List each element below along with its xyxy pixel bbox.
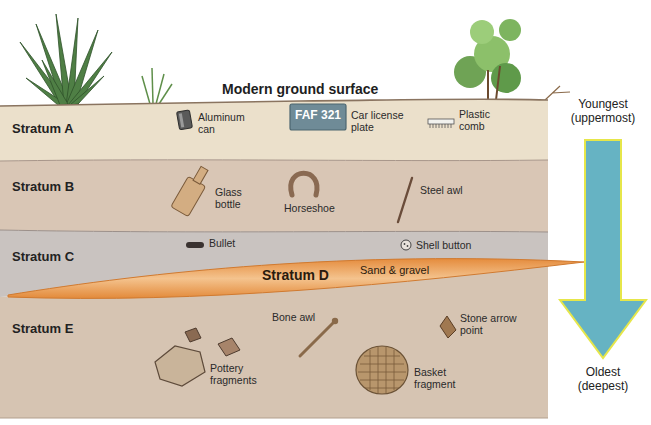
surface-label: Modern ground surface bbox=[222, 81, 378, 97]
foliage bbox=[499, 19, 521, 41]
text-slot: Youngest (uppermost) bbox=[565, 98, 641, 126]
text-slot: Stratum A bbox=[12, 122, 74, 137]
stratum-band: Stratum B Glass bottleHorseshoe Steel awl bbox=[0, 160, 548, 232]
stratum-band: Stratum C Bullet Shell button bbox=[0, 230, 548, 297]
text-slot: Aluminum can bbox=[198, 111, 252, 135]
artifact-label: Glass bottle bbox=[215, 186, 242, 210]
stratum-name: Stratum B bbox=[12, 179, 74, 194]
ground-surface bbox=[0, 99, 548, 106]
text-slot: Car license plate bbox=[351, 109, 409, 133]
time-label: Youngest (uppermost) bbox=[571, 97, 636, 125]
stem bbox=[488, 66, 500, 100]
basket-fragment bbox=[356, 346, 408, 394]
text-slot: Bone awl bbox=[272, 311, 315, 323]
pottery-shard bbox=[155, 346, 205, 386]
text-slot: Pottery fragments bbox=[210, 362, 270, 386]
text-slot: Shell button bbox=[416, 239, 471, 251]
stratum-band bbox=[0, 99, 548, 161]
stratum-band: Stratum E Bone awl Stone arrow pointPotter… bbox=[0, 264, 548, 418]
text-slot: Bullet bbox=[209, 237, 235, 249]
text-slot: Stratum B bbox=[12, 180, 74, 195]
shrub bbox=[454, 19, 570, 100]
leaf bbox=[42, 60, 68, 105]
band-boundary bbox=[0, 418, 548, 419]
license-plate bbox=[290, 104, 346, 130]
stratum-band bbox=[0, 160, 548, 232]
pottery-shard bbox=[218, 338, 240, 356]
basket-weave bbox=[358, 347, 406, 393]
artifact-label: Aluminum can bbox=[198, 111, 245, 135]
text-slot: Stratum E bbox=[12, 322, 73, 337]
shell-button bbox=[401, 240, 411, 250]
text-slot: Plastic comb bbox=[459, 108, 503, 132]
text-slot: Oldest (deepest) bbox=[565, 366, 641, 394]
can-shine bbox=[179, 113, 184, 127]
artifact-label: Bone awl bbox=[272, 311, 315, 323]
pottery-shard bbox=[185, 328, 201, 342]
artifact-label: Plastic comb bbox=[459, 108, 490, 132]
text-slot: Horseshoe bbox=[284, 202, 335, 214]
time-label: Oldest (deepest) bbox=[578, 365, 629, 393]
horseshoe bbox=[291, 173, 317, 195]
artifact-label: Car license plate bbox=[351, 109, 404, 133]
stratum-name: Stratum A bbox=[12, 121, 74, 136]
agave-plant bbox=[20, 14, 112, 105]
artifact-label: Stone arrow point bbox=[460, 312, 517, 336]
plate-number: FAF 321 bbox=[295, 108, 341, 122]
artifact-label: Steel awl bbox=[420, 184, 463, 196]
artifact-label: Basket fragment bbox=[414, 366, 455, 390]
button-hole bbox=[407, 245, 409, 247]
stone-arrow-point bbox=[440, 316, 456, 338]
artifact-label: Shell button bbox=[416, 239, 471, 251]
text-slot: Basket fragment bbox=[414, 366, 468, 390]
leaf bbox=[70, 76, 104, 105]
glass-bottle bbox=[171, 163, 213, 216]
aluminum-can bbox=[177, 110, 193, 130]
leaf bbox=[68, 52, 112, 105]
material-label: Sand & gravel bbox=[360, 264, 429, 276]
stratum-band: Stratum A Aluminum can Car license plate Pl… bbox=[0, 99, 548, 161]
band-boundary bbox=[0, 160, 548, 161]
stratum-name: Stratum D bbox=[262, 267, 329, 283]
bullet bbox=[186, 242, 204, 248]
band-boundary bbox=[0, 230, 548, 232]
can-body bbox=[177, 110, 193, 130]
blade bbox=[159, 84, 172, 104]
plastic-comb bbox=[428, 119, 454, 128]
text-slot: Stratum C bbox=[12, 250, 74, 265]
text-slot: Steel awl bbox=[420, 184, 463, 196]
steel-awl bbox=[398, 178, 412, 222]
comb-back bbox=[428, 119, 454, 124]
blade bbox=[142, 76, 150, 104]
sand-lens bbox=[8, 259, 584, 299]
blade bbox=[152, 68, 153, 104]
time-arrow bbox=[560, 140, 646, 358]
foliage bbox=[491, 63, 521, 93]
artifact-label: Horseshoe bbox=[284, 202, 335, 214]
basket-body bbox=[356, 346, 408, 394]
twig bbox=[545, 86, 570, 100]
bottle-neck bbox=[193, 166, 208, 184]
artifact-label: Pottery fragments bbox=[210, 362, 257, 386]
grass-tuft bbox=[142, 68, 172, 104]
text-slot: FAF 321 bbox=[290, 109, 346, 123]
comb-teeth bbox=[430, 124, 451, 128]
stratum-band: Stratum D Sand & gravel bbox=[8, 250, 586, 305]
text-slot: Sand & gravel bbox=[360, 264, 429, 277]
text-slot: Stone arrow point bbox=[460, 312, 524, 336]
artifact-label: Bullet bbox=[209, 237, 235, 249]
stratum-name: Stratum C bbox=[12, 249, 74, 264]
text-slot: Modern ground surface bbox=[222, 81, 378, 97]
stratum-name: Stratum E bbox=[12, 321, 73, 336]
button-hole bbox=[404, 243, 406, 245]
text-slot: Glass bottle bbox=[215, 186, 255, 210]
foliage bbox=[470, 20, 494, 44]
bone-awl bbox=[300, 320, 336, 356]
awl-knob bbox=[332, 318, 338, 324]
text-slot: Stratum D bbox=[262, 267, 329, 283]
